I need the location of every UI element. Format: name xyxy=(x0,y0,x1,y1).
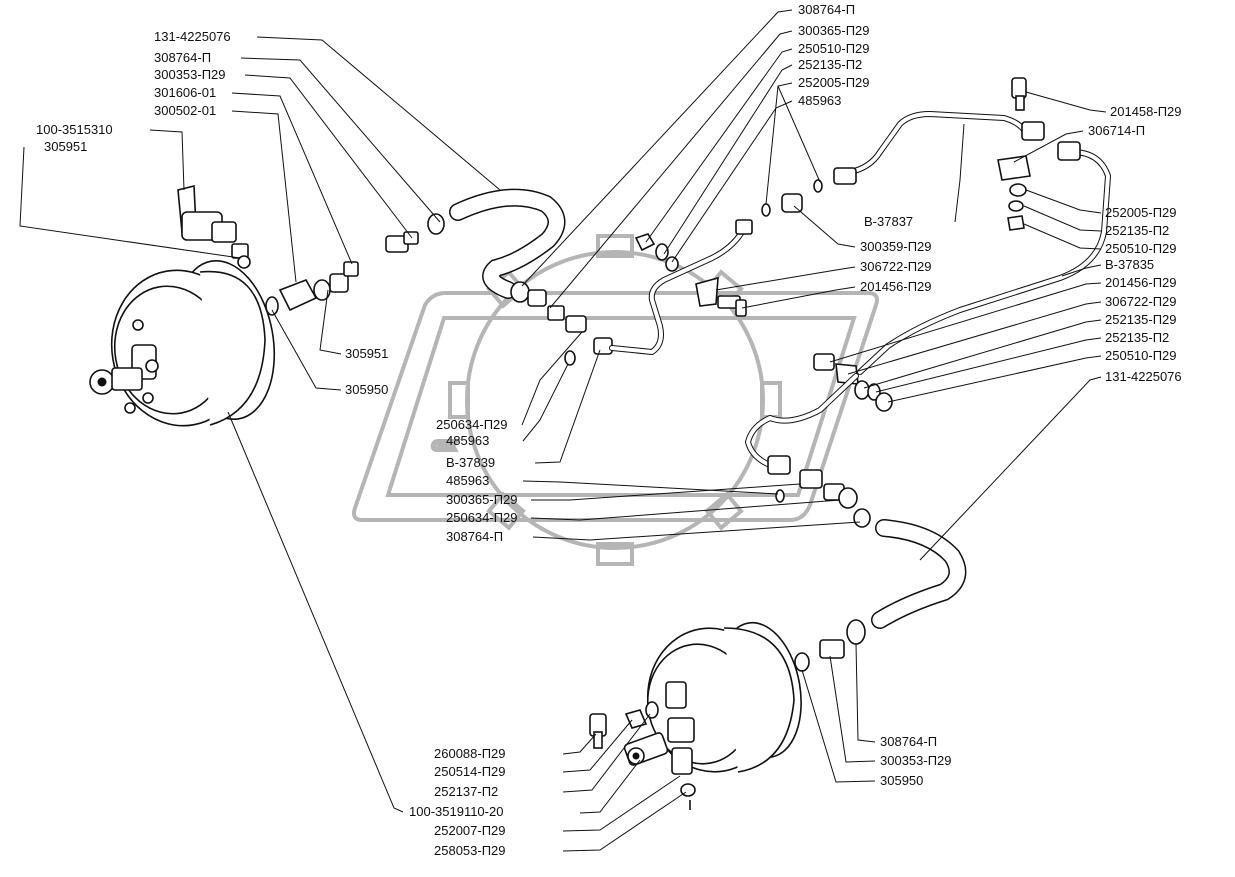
bracket-306714 xyxy=(997,155,1031,231)
label-l31: 201456-П29 xyxy=(860,279,932,294)
label-l43: 250514-П29 xyxy=(434,764,506,779)
label-l09: 305950 xyxy=(345,382,388,397)
label-l08: 305951 xyxy=(345,346,388,361)
label-l32: В-37835 xyxy=(1105,257,1154,272)
label-l35: 252135-П29 xyxy=(1105,312,1177,327)
label-l38: 131-4225076 xyxy=(1105,369,1182,384)
label-l01: 131-4225076 xyxy=(154,29,231,44)
fitting-cluster-mid xyxy=(510,281,613,366)
bracket-upper xyxy=(695,276,747,317)
nut-set-upper xyxy=(634,233,679,272)
brake-valve xyxy=(177,184,251,269)
label-l04: 301606-01 xyxy=(154,85,216,100)
label-l24: 306714-П xyxy=(1088,123,1145,138)
label-l15: 485963 xyxy=(798,93,841,108)
pipe-b37839 xyxy=(609,229,745,355)
label-l07: 305951 xyxy=(44,139,87,154)
label-l10: 308764-П xyxy=(798,2,855,17)
label-l17: 485963 xyxy=(446,433,489,448)
label-l42: 260088-П29 xyxy=(434,746,506,761)
pipe-b37837 xyxy=(833,111,1045,185)
label-l37: 250510-П29 xyxy=(1105,348,1177,363)
label-l23: 201458-П29 xyxy=(1110,104,1182,119)
label-l28: 250510-П29 xyxy=(1105,241,1177,256)
label-l25: В-37837 xyxy=(864,214,913,229)
label-l47: 258053-П29 xyxy=(434,843,506,858)
label-l36: 252135-П2 xyxy=(1105,330,1169,345)
label-l05: 300502-01 xyxy=(154,103,216,118)
label-l30: 306722-П29 xyxy=(860,259,932,274)
label-l41: 305950 xyxy=(880,773,923,788)
label-l21: 250634-П29 xyxy=(446,510,518,525)
label-l03: 300353-П29 xyxy=(154,67,226,82)
pipe-lower xyxy=(745,373,871,528)
label-l27: 252135-П2 xyxy=(1105,223,1169,238)
label-l16: 250634-П29 xyxy=(436,417,508,432)
hose-upper xyxy=(449,188,566,299)
label-l20: 300365-П29 xyxy=(446,492,518,507)
connector-300359 xyxy=(735,179,823,235)
hose-lower xyxy=(871,519,967,629)
hose-fitting-left xyxy=(385,213,445,253)
label-l19: 485963 xyxy=(446,473,489,488)
hose-fitting-right xyxy=(794,619,866,672)
label-l26: 252005-П29 xyxy=(1105,205,1177,220)
label-l45: 100-3519110-20 xyxy=(409,804,503,819)
label-l02: 308764-П xyxy=(154,50,211,65)
tee-fitting xyxy=(265,261,359,316)
brake-chamber-lower xyxy=(646,621,802,775)
label-l12: 250510-П29 xyxy=(798,41,870,56)
label-l06: 100-3515310 xyxy=(36,122,113,137)
leader-lines xyxy=(19,9,1107,852)
pipe-b37835 xyxy=(857,141,1111,375)
label-l13: 252135-П2 xyxy=(798,57,862,72)
label-l39: 308764-П xyxy=(880,734,937,749)
label-l33: 201456-П29 xyxy=(1105,275,1177,290)
label-l34: 306722-П29 xyxy=(1105,294,1177,309)
label-l44: 252137-П2 xyxy=(434,784,498,799)
clevis-lower xyxy=(589,701,696,810)
label-l14: 252005-П29 xyxy=(798,75,870,90)
label-l40: 300353-П29 xyxy=(880,753,952,768)
opex-watermark: OPEX xyxy=(352,234,879,566)
label-l18: В-37839 xyxy=(446,455,495,470)
label-l46: 252007-П29 xyxy=(434,823,506,838)
label-l11: 300365-П29 xyxy=(798,23,870,38)
brake-chamber-upper xyxy=(89,259,276,427)
part-labels: 131-4225076 308764-П 300353-П29 301606-0… xyxy=(36,2,1182,858)
label-l29: 300359-П29 xyxy=(860,239,932,254)
label-l22: 308764-П xyxy=(446,529,503,544)
bolt-201458 xyxy=(1011,77,1027,111)
